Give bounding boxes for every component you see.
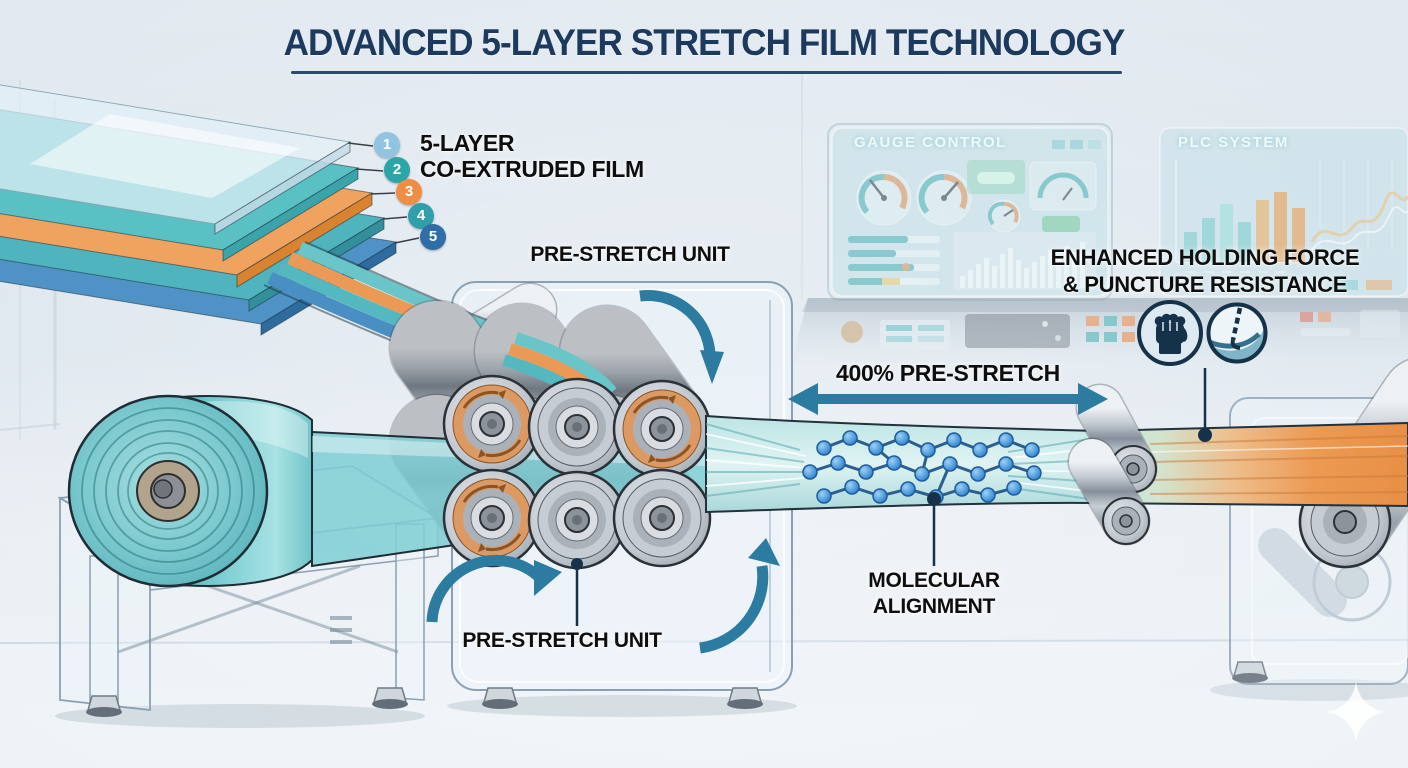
sparkle-watermark — [1327, 682, 1385, 742]
film-stack-label-line1: 5-LAYER — [420, 130, 515, 156]
plc-system-screen-title: PLC SYSTEM — [1178, 134, 1289, 151]
layer-badge-3: 3 — [396, 179, 422, 205]
plc-system-screen — [1159, 127, 1408, 297]
gauge-control-screen — [827, 123, 1113, 301]
molecular-alignment-label: MOLECULAR ALIGNMENT — [868, 568, 1000, 620]
page-title: ADVANCED 5-LAYER STRETCH FILM TECHNOLOGY — [283, 22, 1126, 63]
benefits-label: ENHANCED HOLDING FORCE & PUNCTURE RESIST… — [1051, 244, 1360, 298]
benefit-icons — [1137, 300, 1268, 366]
layer-badge-1: 1 — [374, 132, 400, 158]
exit-nip-rollers — [1067, 383, 1158, 546]
layer-badge-5: 5 — [420, 224, 446, 250]
molecular-label-line1: MOLECULAR — [868, 569, 1000, 592]
rotation-arrows — [426, 290, 780, 654]
film-roll — [67, 394, 313, 588]
molecular-label-line2: ALIGNMENT — [872, 595, 996, 618]
fist-icon — [1137, 300, 1203, 366]
control-desk — [792, 298, 1408, 362]
film-stack-label: 5-LAYER CO-EXTRUDED FILM — [420, 130, 644, 182]
layer-badge-2: 2 — [384, 157, 410, 183]
pre-stretch-unit-label-bottom: PRE-STRETCH UNIT — [462, 629, 662, 652]
callout-connectors — [571, 368, 1212, 626]
gauge-control-screen-title: GAUGE CONTROL — [854, 134, 1007, 151]
right-film — [1095, 421, 1408, 508]
title-underline — [291, 71, 1122, 74]
film-stack-label-line2: CO-EXTRUDED FILM — [420, 156, 644, 182]
stretch-percentage-label: 400% PRE-STRETCH — [836, 360, 1060, 386]
benefits-label-line1: ENHANCED HOLDING FORCE — [1050, 245, 1360, 270]
pre-stretch-unit-label-top: PRE-STRETCH UNIT — [530, 243, 730, 266]
puncture-resistance-icon — [1206, 302, 1268, 364]
stretch-double-arrow — [788, 383, 1108, 415]
benefits-label-line2: & PUNCTURE RESISTANCE — [1062, 272, 1348, 297]
pre-stretch-rollers — [311, 338, 712, 570]
